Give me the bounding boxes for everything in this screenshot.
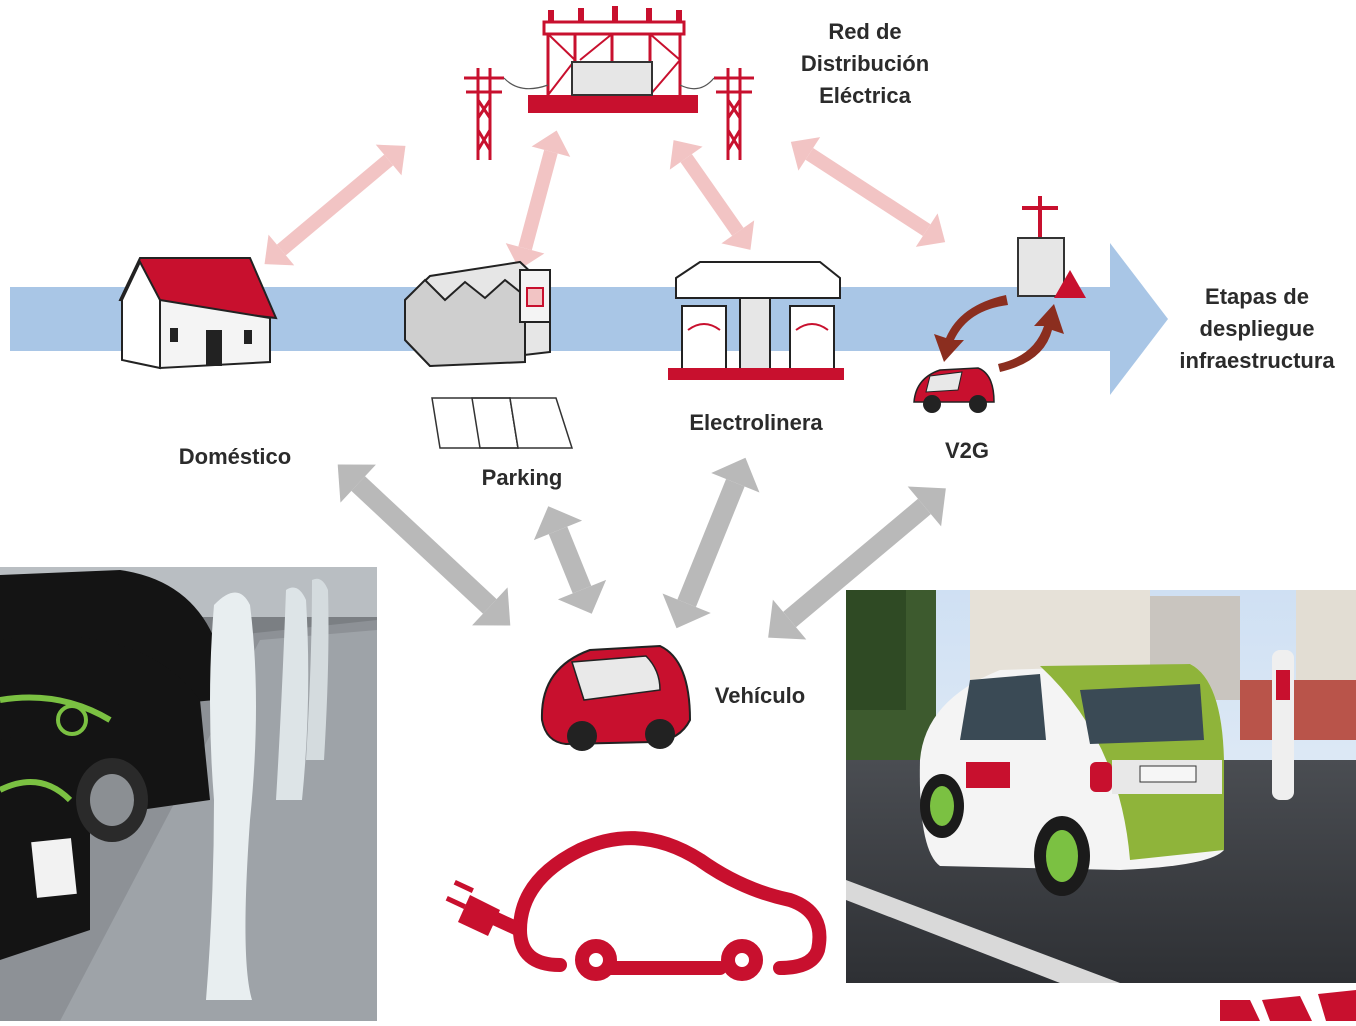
photo-charging-poles-row	[0, 567, 377, 1021]
car-icon	[540, 644, 692, 751]
pylon-icon	[464, 68, 504, 160]
brand-logo-icon	[1220, 990, 1356, 1021]
ev-plug-logo-icon	[487, 831, 827, 981]
charging-station-icon	[668, 261, 844, 380]
pylon-icon	[714, 68, 754, 160]
transformer-icon	[1017, 196, 1086, 298]
grid-label-line2: Distribución	[800, 51, 930, 76]
factory-icon	[404, 260, 551, 368]
grid-label-line3: Eléctrica	[819, 83, 911, 108]
parking-label: Parking	[481, 465, 563, 490]
substation-icon	[528, 6, 698, 113]
grid-arrows	[264, 130, 946, 270]
plug-head-icon	[445, 879, 500, 936]
house-icon	[118, 257, 278, 370]
photo-smart-electric-drive-car	[846, 590, 1356, 983]
car-icon	[913, 367, 995, 413]
stages-label: Etapas de despliegue infraestructura	[1160, 281, 1354, 377]
station-label: Electrolinera	[689, 410, 823, 435]
vehicle-label: Vehículo	[714, 683, 806, 708]
v2g-cycle-arrows	[934, 295, 1064, 372]
grid-label: Red de Distribución Eléctrica	[770, 16, 960, 112]
stages-label-line2: despliegue	[1199, 316, 1315, 341]
vehicle-arrows	[337, 457, 946, 640]
domestic-label: Doméstico	[178, 444, 292, 469]
stages-label-line3: infraestructura	[1179, 348, 1335, 373]
grid-label-line1: Red de	[828, 19, 902, 44]
parking-spaces-icon	[431, 397, 574, 449]
v2g-label: V2G	[944, 438, 990, 463]
stages-label-line1: Etapas de	[1205, 284, 1309, 309]
